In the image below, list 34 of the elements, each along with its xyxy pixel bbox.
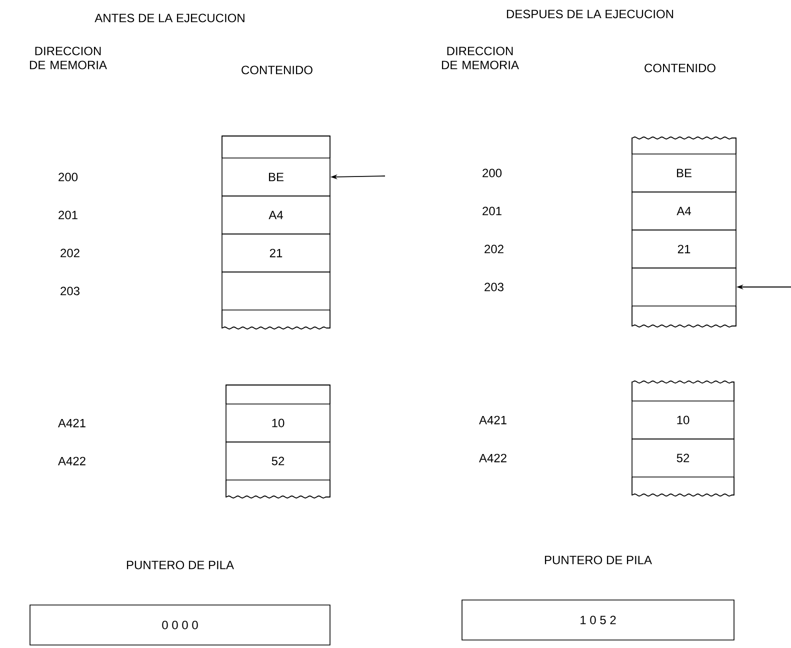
register-box: 0 0 0 0 <box>30 604 330 646</box>
column-heading: DIRECCION DE MEMORIA <box>442 46 519 70</box>
column-heading: DIRECCION DE MEMORIA <box>30 46 107 70</box>
address-label: 203 <box>484 282 504 292</box>
memory-cell: BE <box>222 158 330 196</box>
address-label: 202 <box>60 248 80 258</box>
register-box: 1 0 5 2 <box>462 600 734 640</box>
memory-cell: BE <box>632 154 736 192</box>
address-label: A422 <box>479 454 506 462</box>
memory-cell <box>222 272 330 310</box>
column-heading: CONTENIDO <box>242 66 312 74</box>
address-label: 200 <box>58 172 78 182</box>
address-label: 202 <box>484 244 504 254</box>
address-label: A421 <box>479 416 506 424</box>
memory-cell: 10 <box>226 404 330 442</box>
title: ANTES DE LA EJECUCION <box>94 14 244 22</box>
address-label: A421 <box>58 418 86 428</box>
address-label: 200 <box>482 168 502 178</box>
pointer-heading: PUNTERO DE PILA <box>544 556 652 564</box>
memory-cell: 21 <box>222 234 330 272</box>
title: DESPUES DE LA EJECUCION <box>506 10 674 18</box>
memory-cell: A4 <box>632 192 736 230</box>
memory-cell: A4 <box>222 196 330 234</box>
address-label: A422 <box>58 456 86 466</box>
address-label: 201 <box>58 210 78 220</box>
pointer-heading: PUNTERO DE PILA <box>126 560 234 570</box>
memory-cell: 10 <box>632 400 734 440</box>
memory-cell: 21 <box>632 230 736 268</box>
column-heading: CONTENIDO <box>644 64 716 72</box>
address-label: 203 <box>60 286 80 296</box>
memory-cell: 52 <box>632 438 734 478</box>
memory-cell <box>632 268 736 306</box>
address-label: 201 <box>482 206 502 216</box>
memory-cell: 52 <box>226 442 330 480</box>
